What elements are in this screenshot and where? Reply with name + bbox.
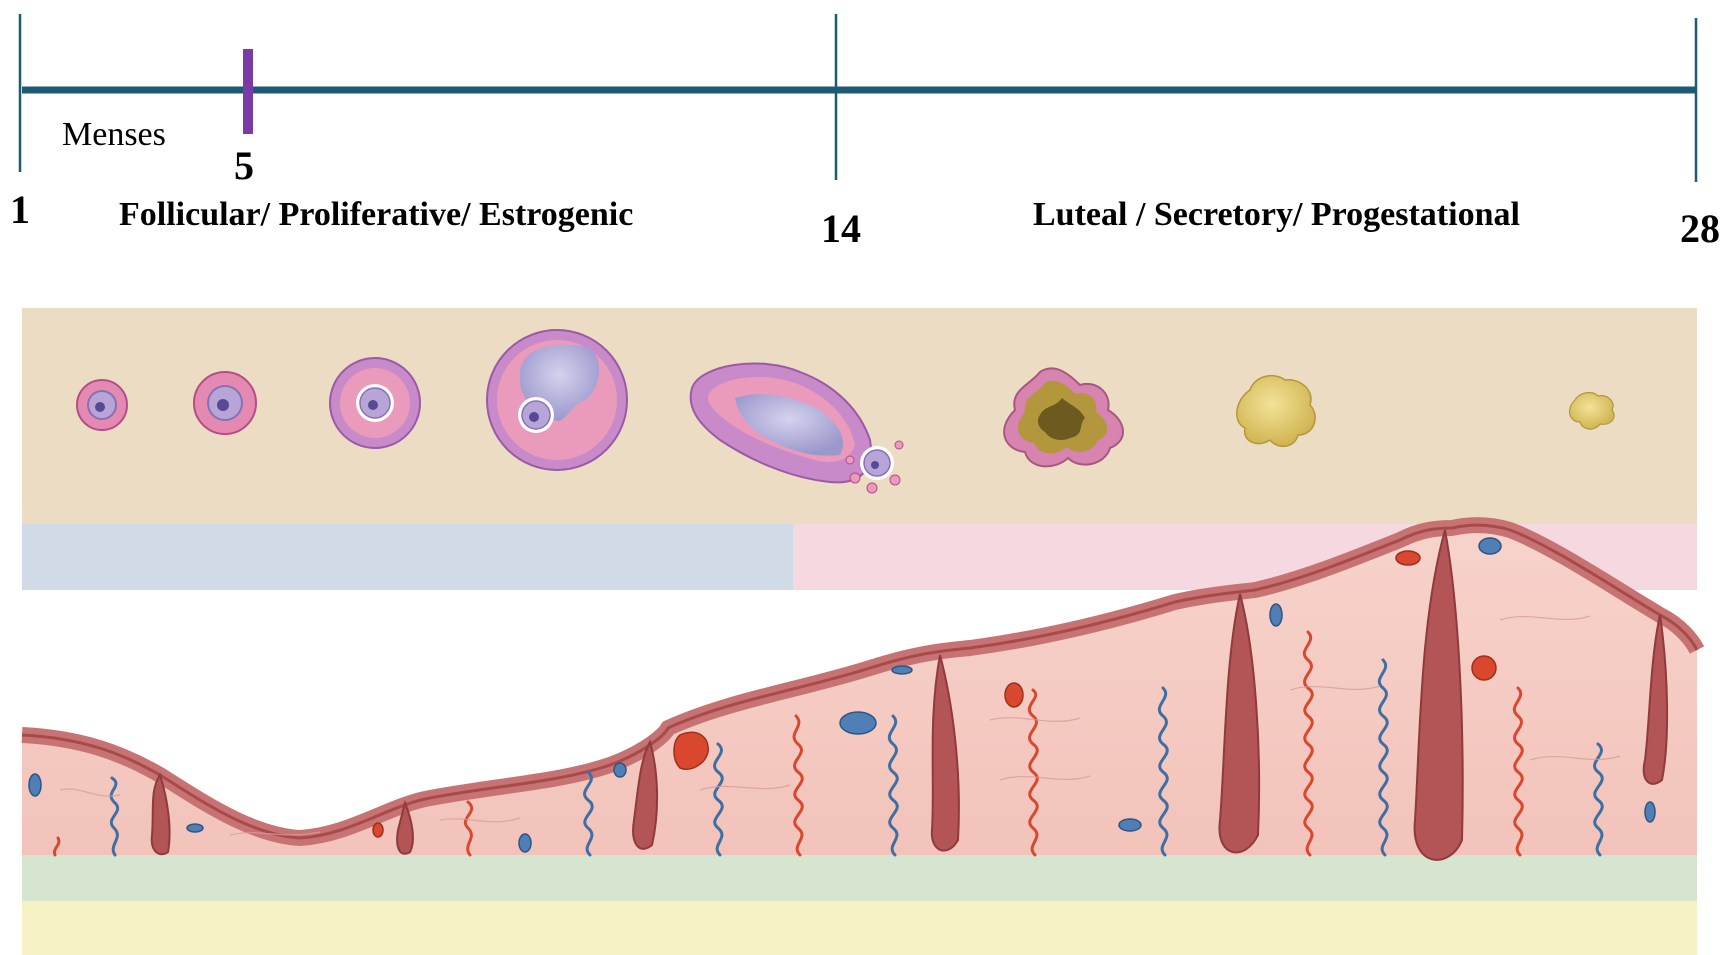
follicular-phase-band [22,524,793,590]
menses-end-marker [243,49,253,134]
primordial-follicle [77,380,127,430]
myometrium-band [22,901,1697,955]
primary-follicle [194,372,256,434]
timeline [20,14,1697,182]
ovary-band [22,308,1697,524]
basal-layer-band [22,855,1697,901]
secondary-follicle [330,358,420,448]
antral-follicle [487,330,627,470]
